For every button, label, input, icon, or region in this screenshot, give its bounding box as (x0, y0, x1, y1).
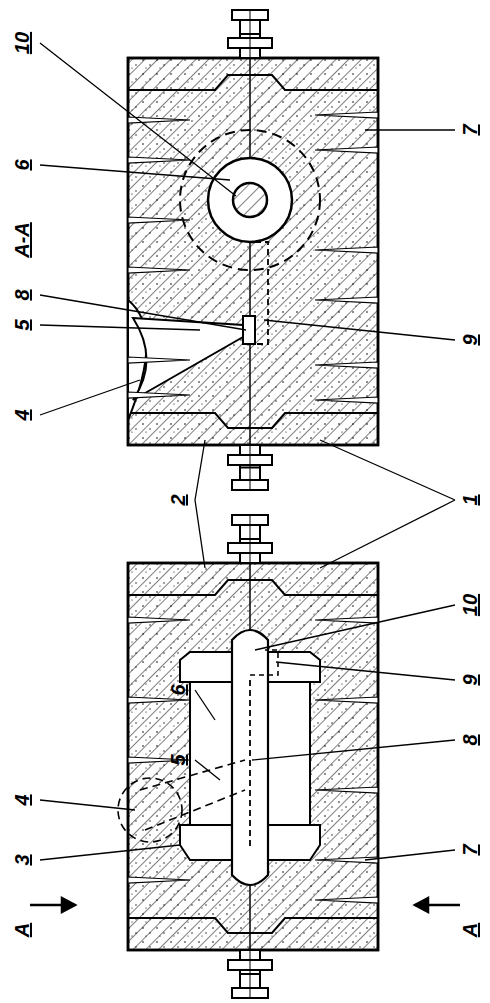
callout-number: 9 (460, 334, 480, 345)
drawing-stroke (128, 392, 190, 398)
drawing-stroke (315, 397, 378, 403)
callout-number: 8 (460, 734, 480, 745)
drawing-stroke (315, 362, 378, 368)
callout-number: A (460, 923, 480, 937)
callout-number: 4 (12, 794, 32, 805)
callout-number: 10 (460, 594, 480, 616)
drawing-stroke (250, 445, 251, 490)
callout-number: 5 (168, 754, 188, 765)
drawing-stroke (128, 117, 190, 123)
drawing-stroke (315, 697, 378, 703)
callout-number: 1 (460, 494, 480, 505)
section-label: A-A (12, 222, 32, 258)
callout-number: 3 (12, 854, 32, 865)
drawing-stroke (128, 267, 190, 273)
callout-number: 5 (12, 319, 32, 330)
drawing-stroke (315, 297, 378, 303)
callout-number: 6 (12, 159, 32, 170)
drawing-stroke (315, 112, 378, 118)
callout-number: 10 (12, 32, 32, 54)
callout-number: 9 (460, 674, 480, 685)
callout-number: 4 (12, 409, 32, 420)
drawing-stroke (128, 157, 190, 163)
drawing-stroke (315, 787, 378, 793)
callout-number: 7 (460, 844, 480, 855)
callout-number: 6 (168, 684, 188, 695)
drawing-stroke (128, 357, 190, 363)
drawing-stroke (128, 697, 190, 703)
callout-number: A (12, 923, 32, 937)
drawing-stroke (250, 950, 251, 998)
drawing-stroke (250, 515, 251, 563)
drawing-stroke (315, 247, 378, 253)
drawing-stroke (315, 147, 378, 153)
callout-number: 7 (460, 124, 480, 135)
callout-number: 8 (12, 289, 32, 300)
drawing-stroke (128, 617, 190, 623)
drawing-stroke (128, 877, 190, 883)
drawing-stroke (128, 217, 190, 223)
drawing-stroke (250, 10, 251, 58)
callout-number: 2 (168, 494, 188, 505)
drawing-stroke (315, 897, 378, 903)
drawing-stroke (315, 617, 378, 623)
